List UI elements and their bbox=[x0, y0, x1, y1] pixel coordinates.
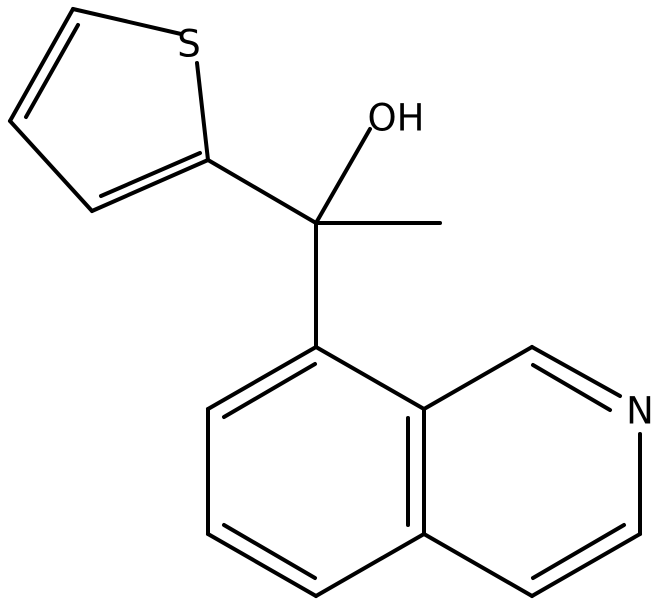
bond-thienyl-central bbox=[206, 158, 318, 225]
bond-c4-c4a bbox=[422, 532, 534, 598]
isoquinoline-pyridine-ring bbox=[422, 345, 642, 598]
bond-c1-n2 bbox=[530, 345, 622, 398]
bond-c3-c2 bbox=[90, 158, 210, 213]
bond-c5-c4 bbox=[8, 7, 75, 123]
bond-central-oh bbox=[314, 127, 372, 225]
bond-c3-c2-inner bbox=[99, 151, 202, 198]
isoquinoline-benzo-ring bbox=[206, 345, 426, 598]
bond-c6-c5-inner bbox=[222, 523, 317, 580]
nitrogen-atom-label: N bbox=[626, 390, 654, 433]
bond-c8a-c8 bbox=[314, 345, 426, 411]
central-carbon-bonds bbox=[206, 127, 442, 349]
bond-s-c5 bbox=[71, 7, 183, 36]
bond-c3-c4-inner bbox=[531, 523, 626, 580]
bond-c4-c3 bbox=[8, 119, 94, 213]
sulfur-atom-label: S bbox=[177, 23, 201, 66]
bond-c1-n2-inner bbox=[531, 363, 612, 412]
bond-c3-c4 bbox=[530, 532, 642, 598]
bond-c8-c7-inner bbox=[222, 362, 317, 419]
bond-c5-c4-inner bbox=[24, 23, 80, 119]
bond-c8a-c1 bbox=[422, 345, 534, 411]
bond-c2-s bbox=[195, 61, 210, 162]
hydroxyl-group-label: OH bbox=[368, 97, 425, 140]
bond-c6-c5 bbox=[206, 532, 318, 598]
thiophene-ring bbox=[8, 7, 210, 213]
bond-c8-c7 bbox=[206, 345, 318, 411]
bond-c5-c4a bbox=[314, 532, 426, 598]
